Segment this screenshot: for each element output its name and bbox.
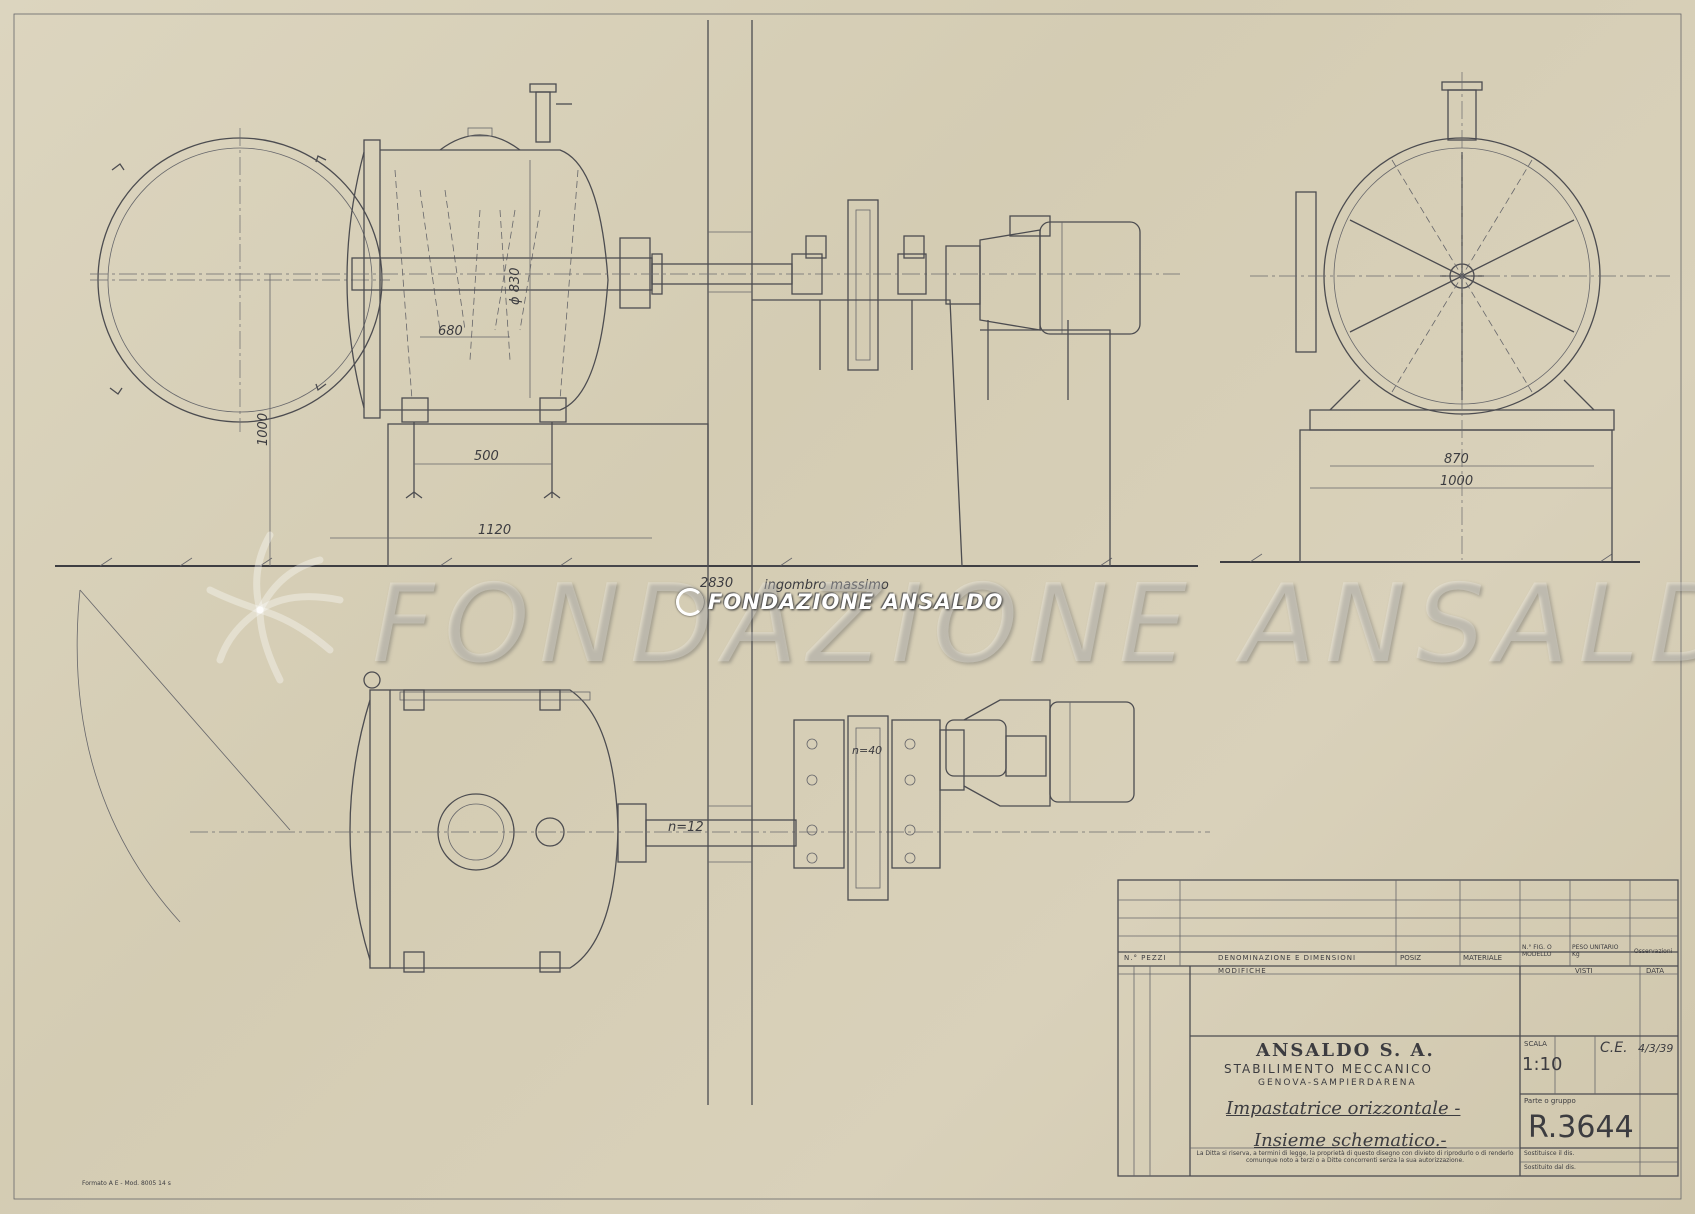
elevation-dimensions	[269, 160, 652, 566]
col-modello: N.° FIG. O MODELLO	[1522, 944, 1552, 958]
col-posiz: POSIZ	[1400, 954, 1422, 962]
ownership-notice: La Ditta si riserva, a termini di legge,…	[1196, 1150, 1514, 1164]
dim-ingombro: ingombro massimo	[764, 578, 889, 593]
sostituisce-label: Sostituisce il dis.	[1524, 1150, 1575, 1157]
watermark-large: FONDAZIONE ANSALDO	[372, 562, 1695, 687]
drawing-date: 4/3/39	[1638, 1042, 1674, 1055]
pedestal-gear	[752, 299, 963, 567]
col-osservazioni: Osservazioni	[1634, 948, 1673, 955]
plant-name: STABILIMENTO MECCANICO	[1224, 1062, 1433, 1076]
drawing-title-line2: Insieme schematico.-	[1254, 1130, 1447, 1151]
sostituito-label: Sostituito dal dis.	[1524, 1164, 1576, 1171]
foundation-left	[387, 423, 709, 567]
dim-1000-left: 1000	[256, 412, 271, 446]
fondazione-ansaldo-logo: FONDAZIONE ANSALDO	[676, 588, 1003, 616]
lid-circle	[90, 128, 390, 432]
row-modifiche: MODIFICHE	[1218, 967, 1267, 975]
row-visti: VISTI	[1575, 967, 1593, 975]
label-n12: n=12	[668, 820, 704, 835]
label-n40: n=40	[852, 744, 883, 757]
col-npezzi: N.° PEZZI	[1124, 954, 1167, 962]
drawing-number: R.3644	[1528, 1110, 1634, 1145]
dim-500: 500	[474, 449, 499, 464]
row-data: DATA	[1646, 967, 1665, 975]
gearbox-elevation	[791, 199, 1141, 400]
company-name: ANSALDO S. A.	[1256, 1040, 1435, 1061]
ansaldo-logo-icon	[206, 531, 344, 684]
col-denominazione: DENOMINAZIONE E DIMENSIONI	[1218, 954, 1357, 962]
mixer-body-elevation	[346, 83, 663, 499]
scale-label: SCALA	[1524, 1040, 1547, 1048]
col-peso: PESO UNITARIO Kg	[1572, 944, 1619, 958]
dim-phi830: ϕ 830	[508, 267, 523, 305]
parte-gruppo-label: Parte o gruppo	[1524, 1097, 1576, 1105]
pedestal-motor	[980, 329, 1111, 567]
drawing-title-line1: Impastatrice orizzontale -	[1226, 1098, 1461, 1119]
scale-value: 1:10	[1522, 1054, 1563, 1075]
sheet-border	[13, 13, 1682, 1200]
col-materiale: MATERIALE	[1463, 954, 1503, 962]
logo-swirl-icon	[676, 588, 704, 616]
form-reference: Formato A E - Mod. 8005 14 s	[82, 1180, 171, 1187]
signature: C.E.	[1600, 1040, 1628, 1056]
dim-1120: 1120	[478, 523, 512, 538]
title-block-grid	[1117, 879, 1679, 1177]
city-name: GENOVA-SAMPIERDARENA	[1258, 1078, 1417, 1088]
logo-text: FONDAZIONE ANSALDO	[708, 590, 1004, 614]
dim-680: 680	[438, 324, 463, 339]
dim-870: 870	[1444, 452, 1469, 467]
mixer-side-view	[1250, 72, 1670, 563]
dim-2830: 2830	[700, 576, 734, 591]
dim-1000-right: 1000	[1440, 474, 1474, 489]
mixer-plan-view	[76, 589, 1210, 973]
